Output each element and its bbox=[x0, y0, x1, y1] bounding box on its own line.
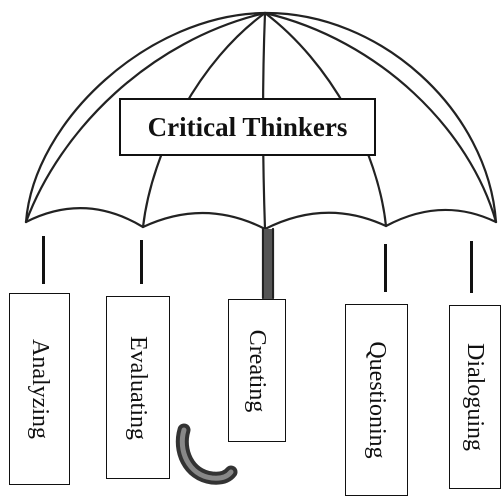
label-analyzing: Analyzing bbox=[26, 339, 53, 439]
connector-line bbox=[140, 240, 143, 284]
label-box-dialoguing: Dialoguing bbox=[449, 305, 501, 489]
label-dialoguing: Dialoguing bbox=[462, 343, 488, 451]
title-box: Critical Thinkers bbox=[119, 98, 376, 156]
label-box-creating: Creating bbox=[228, 299, 286, 442]
umbrella-canopy-edge bbox=[24, 207, 498, 231]
connector-line bbox=[42, 236, 45, 284]
connector-line bbox=[384, 244, 387, 292]
umbrella-rib bbox=[24, 11, 267, 224]
umbrella-handle bbox=[175, 423, 238, 485]
diagram-title: Critical Thinkers bbox=[147, 111, 348, 142]
umbrella-shaft-fill bbox=[264, 229, 272, 299]
label-evaluating: Evaluating bbox=[125, 335, 151, 440]
connector-line bbox=[470, 241, 473, 293]
label-box-questioning: Questioning bbox=[345, 304, 408, 496]
label-creating: Creating bbox=[244, 329, 270, 412]
label-questioning: Questioning bbox=[363, 341, 390, 459]
label-box-analyzing: Analyzing bbox=[9, 293, 70, 485]
umbrella-rib bbox=[263, 11, 498, 224]
label-box-evaluating: Evaluating bbox=[106, 296, 170, 479]
